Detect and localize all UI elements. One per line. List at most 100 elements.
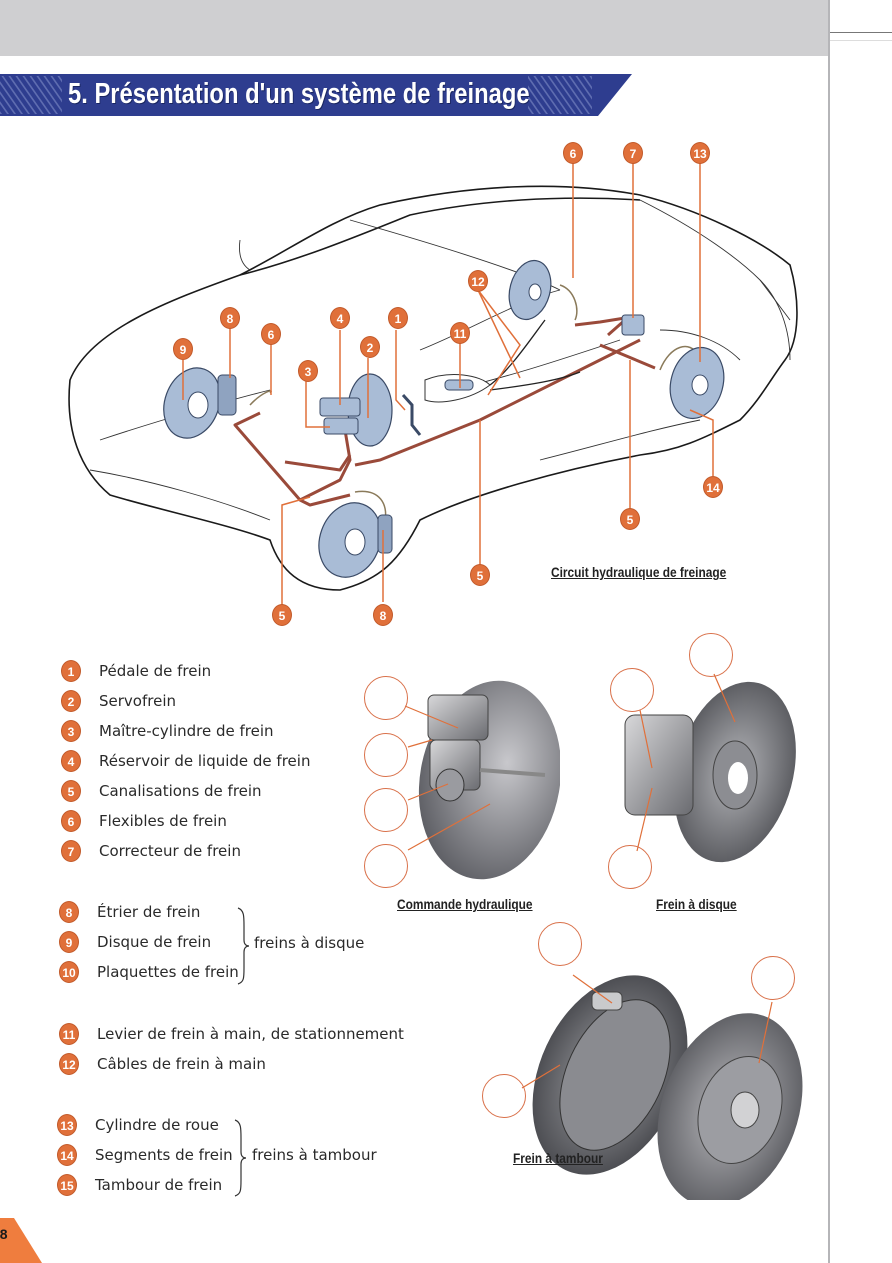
brake-line-front-right <box>299 493 351 507</box>
car-badge-14: 14 <box>703 476 723 498</box>
legend-badge: 11 <box>59 1023 79 1045</box>
legend-item: 15 Tambour de frein <box>57 1174 222 1196</box>
handbrake-cable-2 <box>489 371 581 391</box>
car-badge-11: 11 <box>450 322 470 344</box>
callout-circle-caliper <box>610 668 654 712</box>
callout-circle-disc <box>689 633 733 677</box>
car-badge-12: 12 <box>468 270 488 292</box>
legend-label: Levier de frein à main, de stationnement <box>97 1025 404 1043</box>
brake-hose-front-left <box>249 390 272 406</box>
brake-pedal-shape <box>401 393 422 436</box>
car-badge-7: 7 <box>623 142 643 164</box>
legend-badge: 6 <box>61 810 81 832</box>
legend-badge: 15 <box>57 1174 77 1196</box>
rear-right-drum <box>669 346 725 420</box>
legend-item: 6 Flexibles de frein <box>61 810 227 832</box>
callout-circle-drum <box>751 956 795 1000</box>
car-badge-5c: 5 <box>272 604 292 626</box>
front-right-disc <box>318 502 393 578</box>
legend-badge: 14 <box>57 1144 77 1166</box>
legend-label: Cylindre de roue <box>95 1116 219 1134</box>
car-badge-8a: 8 <box>220 307 240 329</box>
drum-group-label: freins à tambour <box>252 1146 377 1164</box>
rear-left-drum <box>508 259 552 321</box>
car-badge-4: 4 <box>330 307 350 329</box>
legend-label: Correcteur de frein <box>99 842 241 860</box>
legend-label: Maître-cylindre de frein <box>99 722 274 740</box>
disc-group-brace <box>237 907 250 985</box>
car-badge-13: 13 <box>690 142 710 164</box>
page-edge <box>828 0 830 1263</box>
legend-item: 12 Câbles de frein à main <box>59 1053 266 1075</box>
car-brake-circuit-diagram: 6 7 13 12 8 6 4 1 11 9 2 3 14 5 5 5 8 Ci… <box>0 130 892 630</box>
car-badge-5b: 5 <box>470 564 490 586</box>
legend-item: 7 Correcteur de frein <box>61 840 241 862</box>
legend-item: 4 Réservoir de liquide de frein <box>61 750 310 772</box>
car-badge-5a: 5 <box>620 508 640 530</box>
page-number-tab <box>0 1218 42 1263</box>
handbrake-lever-shape <box>424 374 491 403</box>
front-left-disc <box>163 367 237 439</box>
car-badge-3: 3 <box>298 360 318 382</box>
section-title: 5. Présentation d'un système de freinage <box>68 78 530 110</box>
brake-booster-assembly <box>319 373 393 447</box>
legend-label: Réservoir de liquide de frein <box>99 752 311 770</box>
section-title-banner <box>0 74 640 116</box>
legend-badge: 2 <box>61 690 81 712</box>
legend-badge: 1 <box>61 660 81 682</box>
page-top-band <box>0 0 828 56</box>
legend-label: Tambour de frein <box>95 1176 223 1194</box>
legend-badge: 10 <box>59 961 79 983</box>
legend-item: 9 Disque de frein <box>59 931 211 953</box>
car-badge-6b: 6 <box>261 323 281 345</box>
legend-badge: 8 <box>59 901 79 923</box>
legend-item: 5 Canalisations de frein <box>61 780 262 802</box>
brake-hose-rear-left <box>559 284 578 321</box>
legend-item: 3 Maître-cylindre de frein <box>61 720 274 742</box>
legend-badge: 5 <box>61 780 81 802</box>
drum-brake-caption: Frein à tambour <box>513 1150 603 1166</box>
car-badge-8b: 8 <box>373 604 393 626</box>
edge-rule-light <box>830 40 892 41</box>
disc-brake-diagram <box>600 630 800 890</box>
car-badge-1: 1 <box>388 307 408 329</box>
legend-label: Disque de frein <box>97 933 212 951</box>
callout-circle-pads <box>608 845 652 889</box>
legend-label: Câbles de frein à main <box>97 1055 266 1073</box>
callout-circle-master-cylinder <box>364 788 408 832</box>
brake-line-rear <box>574 316 656 370</box>
legend-label: Canalisations de frein <box>99 782 262 800</box>
page-number: 18 <box>0 1226 8 1242</box>
car-badge-9: 9 <box>173 338 193 360</box>
legend-badge: 9 <box>59 931 79 953</box>
callout-circle-booster <box>364 844 408 888</box>
disc-group-label: freins à disque <box>254 934 365 952</box>
legend-item: 2 Servofrein <box>61 690 176 712</box>
callout-circle-reservoir <box>364 676 408 720</box>
legend-badge: 12 <box>59 1053 79 1075</box>
drum-group-brace <box>234 1119 247 1197</box>
callout-circle-wheel-cylinder <box>538 922 582 966</box>
legend-item: 13 Cylindre de roue <box>57 1114 219 1136</box>
handbrake-cable-1 <box>489 319 546 386</box>
callout-circle-master-cylinder-line <box>364 733 408 777</box>
car-roof-line <box>239 197 641 276</box>
callout-circle-brake-shoes <box>482 1074 526 1118</box>
legend-badge: 7 <box>61 840 81 862</box>
legend-label: Pédale de frein <box>99 662 212 680</box>
legend-badge: 3 <box>61 720 81 742</box>
legend-badge: 13 <box>57 1114 77 1136</box>
legend-label: Flexibles de frein <box>99 812 227 830</box>
hydraulic-command-diagram <box>360 660 560 890</box>
car-badge-2: 2 <box>360 336 380 358</box>
legend-item: 11 Levier de frein à main, de stationneme… <box>59 1023 404 1045</box>
legend-item: 1 Pédale de frein <box>61 660 211 682</box>
legend-badge: 4 <box>61 750 81 772</box>
legend-label: Servofrein <box>99 692 176 710</box>
edge-rule <box>830 32 892 33</box>
car-badge-6a: 6 <box>563 142 583 164</box>
drum-brake-diagram <box>480 920 820 1200</box>
